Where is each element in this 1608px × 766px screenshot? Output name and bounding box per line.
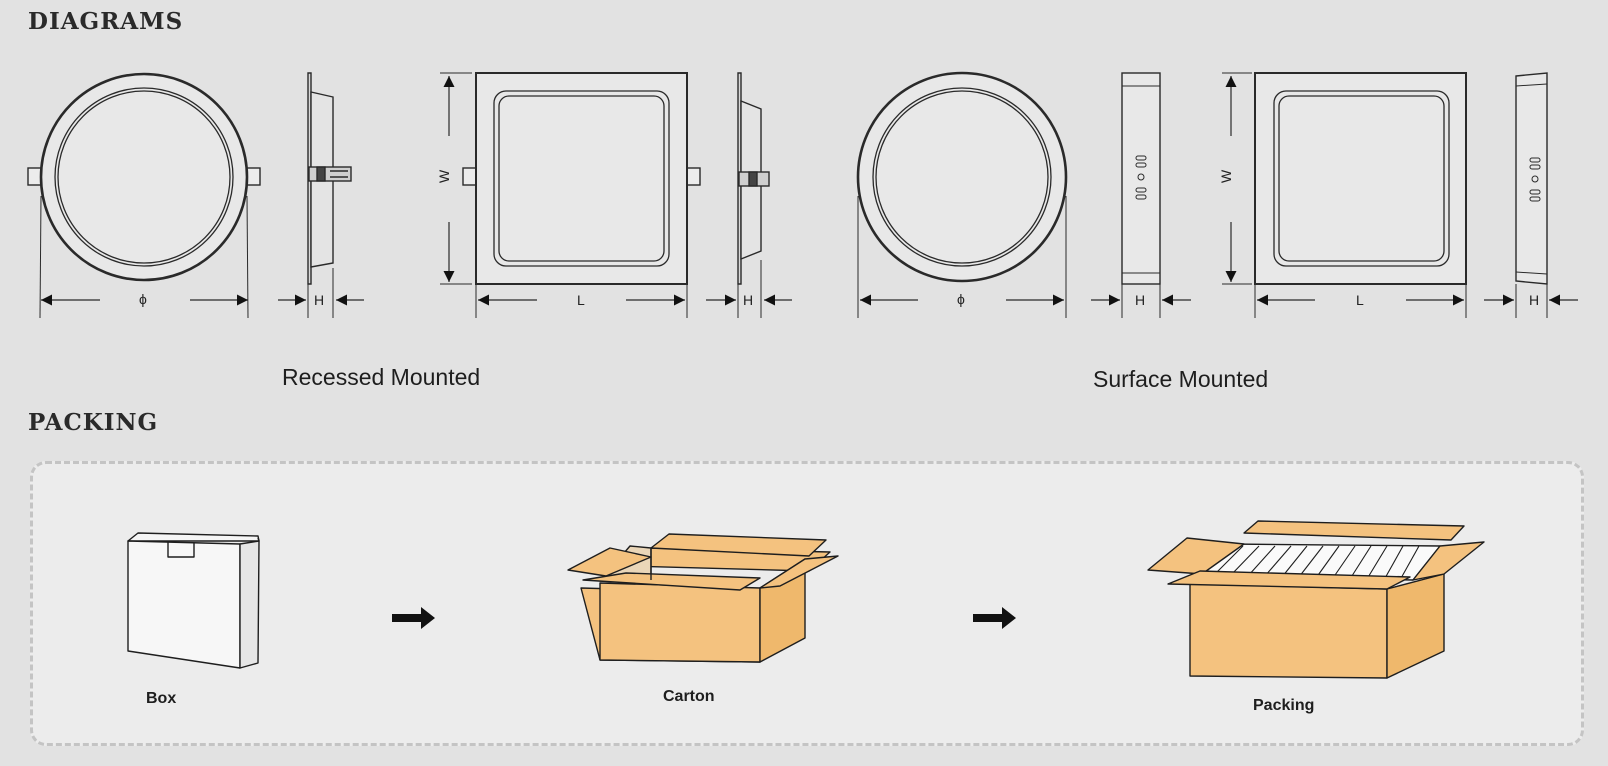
packing-illustration	[1147, 520, 1485, 679]
diagrams-section-title: DIAGRAMS	[28, 8, 184, 35]
recessed-round-diameter-label: ϕ	[139, 291, 147, 307]
surface-square-length-label: L	[1356, 292, 1364, 308]
packing-label: Packing	[1253, 697, 1315, 714]
arrow-right-icon	[392, 607, 435, 629]
arrow-right-icon	[973, 607, 1016, 629]
surface-square-side-view	[1484, 72, 1578, 318]
carton-label: Carton	[663, 688, 715, 705]
packing-section-title: PACKING	[28, 409, 159, 436]
panel-stack	[1213, 545, 1420, 581]
box-label: Box	[146, 690, 177, 707]
recessed-square-height-label: H	[743, 292, 753, 308]
surface-square-width-label: W	[1218, 169, 1234, 183]
recessed-square-length-label: L	[577, 292, 585, 308]
carton-illustration	[567, 533, 839, 663]
surface-mounted-caption: Surface Mounted	[1093, 366, 1269, 392]
box-illustration	[127, 532, 260, 669]
recessed-square-front-view	[440, 72, 701, 318]
recessed-mounted-caption: Recessed Mounted	[282, 364, 481, 390]
recessed-square-side-view	[706, 72, 792, 318]
recessed-round-side-view	[278, 72, 364, 318]
surface-square-front-view	[1222, 72, 1467, 318]
surface-round-side-view	[1091, 72, 1191, 318]
surface-round-front-view	[856, 71, 1068, 318]
surface-square-height-label: H	[1529, 292, 1539, 308]
surface-round-diameter-label: ϕ	[957, 291, 965, 307]
recessed-square-width-label: W	[436, 169, 452, 183]
recessed-round-height-label: H	[314, 292, 324, 308]
surface-round-height-label: H	[1135, 292, 1145, 308]
recessed-round-front-view	[27, 72, 261, 319]
